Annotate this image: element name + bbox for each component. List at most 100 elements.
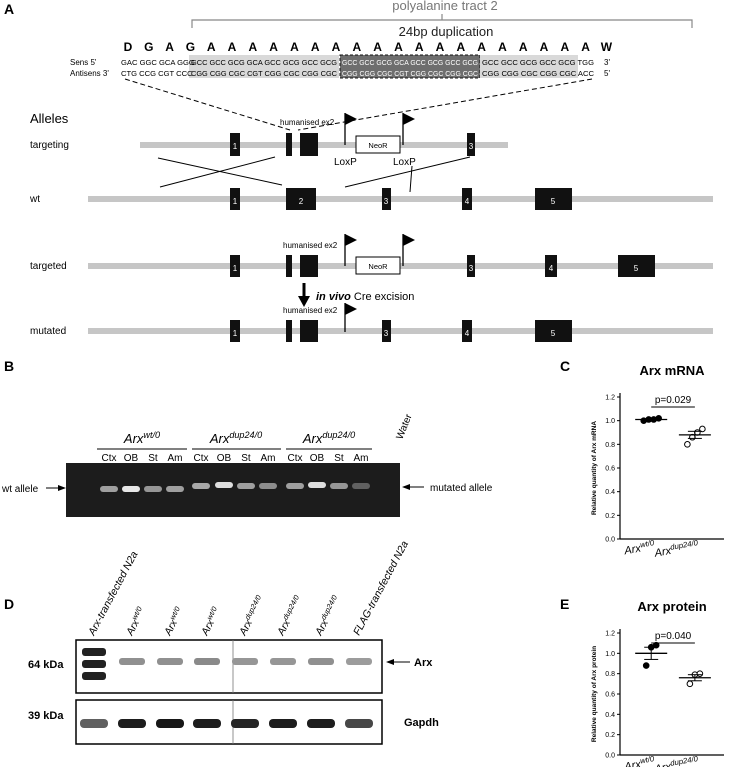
kda-39-label: 39 kDa xyxy=(28,710,64,722)
arx-protein-chart: Arx protein0.00.20.40.60.81.01.2Relative… xyxy=(591,599,724,767)
category-superscript: dup24/0 xyxy=(670,754,700,767)
lane-superscript: dup24/0 xyxy=(318,592,339,620)
exon-4 xyxy=(462,188,472,210)
panel-a-letter: A xyxy=(4,1,14,17)
exon-label: 4 xyxy=(549,264,554,273)
exon-label: 3 xyxy=(384,197,389,206)
amino-acid-18: A xyxy=(498,40,507,54)
lane-label: Ctx xyxy=(102,453,117,464)
y-tick-label: 1.0 xyxy=(605,418,615,425)
exon-label: 3 xyxy=(469,142,474,151)
arx-band xyxy=(270,658,296,665)
lane-name: Arx xyxy=(162,617,181,638)
y-tick-label: 0.6 xyxy=(605,692,615,699)
genotype-name: Arx xyxy=(209,431,230,446)
lane-label: St xyxy=(241,453,251,464)
amino-acid-1: G xyxy=(144,40,153,54)
chart-title: Arx mRNA xyxy=(639,363,705,378)
humanised-exon-2 xyxy=(300,255,318,277)
gene-line xyxy=(140,142,508,148)
amino-acid-5: A xyxy=(228,40,237,54)
loxp-flag-icon xyxy=(403,113,415,125)
y-tick-label: 0.6 xyxy=(605,466,615,473)
y-tick-label: 0.0 xyxy=(605,753,615,760)
y-tick-label: 0.4 xyxy=(605,489,615,496)
category-superscript: wt/0 xyxy=(639,754,655,765)
lane-label: OB xyxy=(124,453,139,464)
amino-acid-0: D xyxy=(124,40,133,54)
y-tick-label: 0.2 xyxy=(605,732,615,739)
gel-band xyxy=(237,483,255,489)
y-tick-label: 1.0 xyxy=(605,651,615,658)
blot-lane-label: Arxdup24/0 xyxy=(310,592,344,638)
sense-tail: GCC GCC GCG GCC GCG TGG xyxy=(482,58,594,67)
lane-name: Arx xyxy=(275,617,294,638)
loxp-flag-icon xyxy=(345,113,357,125)
amino-acid-16: A xyxy=(456,40,465,54)
western-blot-arx xyxy=(75,639,383,694)
chart-title: Arx protein xyxy=(637,599,706,614)
blot-lane-label: Arxwt/0 xyxy=(159,604,186,638)
exon-3 xyxy=(467,133,475,156)
gel-band xyxy=(259,483,277,489)
amino-acid-11: A xyxy=(352,40,361,54)
exon-label: 5 xyxy=(551,329,556,338)
arx-band xyxy=(194,658,220,665)
ladder-band xyxy=(82,660,106,668)
antisense-dup: CGG CGG CGC CGT CGG CGC CGG CGC xyxy=(342,69,478,78)
arx-band xyxy=(119,658,145,665)
mutated-allele-arrow-icon xyxy=(402,484,410,490)
x-category-label: Arxdup24/0 xyxy=(652,538,700,560)
y-tick-label: 0.2 xyxy=(605,513,615,520)
amino-acid-6: A xyxy=(248,40,257,54)
lane-label: Am xyxy=(168,453,183,464)
genotype-superscript: dup24/0 xyxy=(322,430,355,440)
x-category-label: Arxdup24/0 xyxy=(652,754,700,767)
genotype-group-label: Arxdup24/0 xyxy=(209,430,262,446)
lane-superscript: wt/0 xyxy=(204,604,219,621)
kda-64-label: 64 kDa xyxy=(28,659,64,671)
sense-dup: GCC GCC GCG GCA GCC GCG GCC GCG xyxy=(342,58,478,67)
neor-cassette xyxy=(355,256,401,275)
seq-box-light xyxy=(189,55,339,78)
lane-name: Arx xyxy=(313,617,332,638)
exon-label: 1 xyxy=(233,264,238,273)
amino-acid-8: A xyxy=(290,40,299,54)
exon-2 xyxy=(286,188,316,210)
category-superscript: dup24/0 xyxy=(670,538,700,552)
exon-4 xyxy=(545,255,557,277)
loxp-flag-icon xyxy=(345,234,357,246)
amino-acid-15: A xyxy=(436,40,445,54)
gapdh-band xyxy=(118,719,146,728)
genotype-superscript: dup24/0 xyxy=(229,430,262,440)
amino-acid-14: A xyxy=(415,40,424,54)
humanised-label: humanised ex2 xyxy=(283,306,338,315)
amino-acid-12: A xyxy=(373,40,382,54)
panel-c-letter: C xyxy=(560,358,570,374)
alleles-title: Alleles xyxy=(30,111,69,126)
panel-b-letter: B xyxy=(4,358,14,374)
panel-a: A polyalanine tract 2 24bp duplication D… xyxy=(4,0,713,342)
gene-line xyxy=(88,328,713,334)
blot-lane-label: Arxdup24/0 xyxy=(234,592,268,638)
seq-box-tail xyxy=(480,55,578,78)
dup-label: 24bp duplication xyxy=(399,24,494,39)
p-value-label: p=0.029 xyxy=(655,395,692,406)
zoom-line-right xyxy=(297,78,593,131)
lane-superscript: dup24/0 xyxy=(280,592,301,620)
lane-label: OB xyxy=(217,453,232,464)
category-name: Arx xyxy=(653,761,673,767)
lane-name: Arx xyxy=(199,617,218,638)
gel-band xyxy=(122,486,140,492)
antisense-tail: CGG CGG CGC CGG CGC ACC xyxy=(482,69,595,78)
exon-label: 5 xyxy=(634,264,639,273)
gapdh-band-label: Gapdh xyxy=(404,717,439,729)
ladder-band xyxy=(82,648,106,656)
gapdh-band xyxy=(193,719,221,728)
exon-label: 1 xyxy=(233,142,238,151)
row-label-wt: wt xyxy=(29,194,40,205)
y-tick-label: 0.8 xyxy=(605,671,615,678)
category-name: Arx xyxy=(623,543,643,558)
gel-band xyxy=(144,486,162,492)
